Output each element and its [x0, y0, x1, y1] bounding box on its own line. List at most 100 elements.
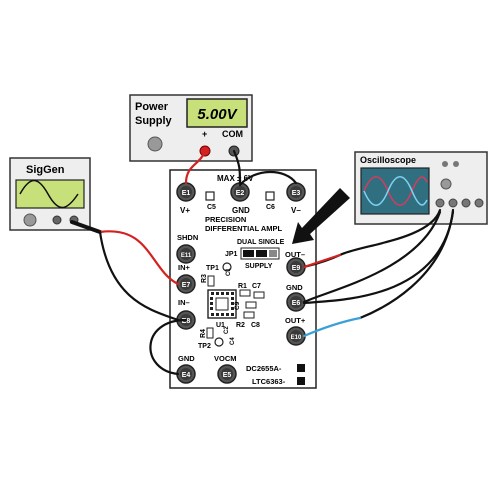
- signal-generator: SigGen: [9, 157, 91, 231]
- capacitor-c5: [205, 191, 215, 201]
- c2-label: C2: [224, 326, 230, 334]
- model-marker-1: [297, 364, 305, 372]
- terminal-e3-id: E3: [292, 190, 301, 197]
- oscilloscope-title: Oscilloscope: [360, 155, 416, 165]
- terminal-e9-label: OUT–: [285, 250, 305, 259]
- plus-label: +: [202, 129, 207, 139]
- terminal-e9-id: E9: [292, 265, 301, 272]
- board-heading-line2: DIFFERENTIAL AMPL: [205, 224, 282, 233]
- terminal-e5[interactable]: E5: [217, 364, 237, 384]
- jumper-label: JP1: [225, 251, 238, 258]
- c4-label: C4: [230, 337, 236, 345]
- terminal-e3-label: V–: [291, 206, 301, 215]
- terminal-e4-id: E4: [182, 372, 191, 379]
- scope-knob-icon[interactable]: [440, 178, 452, 190]
- terminal-e5-id: E5: [223, 372, 232, 379]
- wire-scope-ch1-red: [302, 253, 342, 269]
- siggen-probe: [70, 220, 102, 234]
- terminal-e3[interactable]: E3: [286, 182, 306, 202]
- knob-icon[interactable]: [147, 136, 163, 152]
- wire-power-com: [232, 149, 242, 185]
- wire-power-positive: [184, 149, 207, 185]
- terminal-e10-label: OUT+: [285, 316, 306, 325]
- siggen-output-jack[interactable]: [52, 215, 62, 225]
- r2-label: R2: [236, 322, 245, 329]
- board-heading-line1: PRECISION: [205, 215, 246, 224]
- scope-channel-1-jack[interactable]: [435, 198, 445, 208]
- tp1-label: TP1: [206, 265, 219, 272]
- wire-scope-gnd-2: [302, 210, 455, 305]
- terminal-e6-id: E6: [292, 300, 301, 307]
- scope-screen: [360, 167, 430, 215]
- siggen-title: SigGen: [26, 164, 65, 176]
- model-line1: DC2655A-: [246, 364, 282, 373]
- terminal-e10-id: E10: [291, 335, 302, 341]
- sine-wave-icon: [19, 179, 79, 209]
- model-marker-2: [297, 377, 305, 385]
- terminal-e8-id: E8: [182, 318, 191, 325]
- max-voltage-label: MAX ± 6V: [217, 174, 254, 183]
- terminal-e2-id: E2: [236, 190, 245, 197]
- c1-label: C1: [226, 268, 232, 276]
- terminal-e1[interactable]: E1: [176, 182, 196, 202]
- terminal-e2-label: GND: [232, 206, 250, 215]
- c6-label: C6: [266, 204, 275, 211]
- scope-channel-3-jack[interactable]: [461, 198, 471, 208]
- scope-button-1[interactable]: [442, 161, 448, 167]
- terminal-e7-id: E7: [182, 282, 191, 289]
- scope-trace-red: [363, 175, 428, 207]
- terminal-e1-id: E1: [182, 190, 191, 197]
- terminal-e2[interactable]: E2: [230, 182, 250, 202]
- scope-channel-4-jack[interactable]: [474, 198, 484, 208]
- c5-label: C5: [207, 204, 216, 211]
- testpoint-tp2[interactable]: [214, 337, 224, 347]
- siggen-knob-icon[interactable]: [23, 213, 37, 227]
- tp2-label: TP2: [198, 343, 211, 350]
- terminal-e7-label: IN+: [178, 263, 191, 272]
- wire-in-minus-gnd: [149, 318, 188, 376]
- wire-gnd-loop: [238, 170, 298, 187]
- oscilloscope: Oscilloscope: [354, 151, 488, 225]
- terminal-e10[interactable]: E10: [286, 326, 306, 346]
- testpoint-tp1[interactable]: [222, 262, 232, 272]
- terminal-e8-label: IN–: [178, 298, 190, 307]
- capacitor-c6: [265, 191, 275, 201]
- power-supply-voltage: 5.00V: [197, 106, 238, 123]
- wire-siggen-signal: [98, 230, 180, 286]
- power-supply-title-2: Supply: [135, 115, 173, 127]
- terminal-e4[interactable]: E4: [176, 364, 196, 384]
- scope-button-2[interactable]: [453, 161, 459, 167]
- r4-label: R4: [200, 329, 207, 338]
- r3-label: R3: [201, 274, 208, 283]
- terminal-e4-label: GND: [178, 354, 195, 363]
- terminal-e7[interactable]: E7: [176, 274, 196, 294]
- c8-label: C8: [251, 322, 260, 329]
- terminal-e11-id: E11: [181, 253, 192, 259]
- arrow-icon: [292, 188, 350, 244]
- u1-label: U1: [216, 322, 225, 329]
- terminal-e1-label: V+: [180, 206, 190, 215]
- c9-label: C9: [234, 301, 241, 310]
- terminal-e6[interactable]: E6: [286, 292, 306, 312]
- supply-label: SUPPLY: [245, 263, 273, 270]
- power-supply-display: [186, 98, 248, 128]
- com-label: COM: [222, 129, 243, 139]
- wire-scope-ch2-blue: [302, 316, 362, 338]
- c7-label: C7: [252, 283, 261, 290]
- power-supply: Power Supply 5.00V + COM: [129, 94, 253, 162]
- scope-channel-2-jack[interactable]: [448, 198, 458, 208]
- jumper-options: DUAL SINGLE: [237, 239, 285, 246]
- resistor-r3: [207, 275, 215, 287]
- wire-siggen-ground: [98, 230, 180, 322]
- terminal-e11[interactable]: E11: [176, 244, 196, 264]
- terminal-e9[interactable]: E9: [286, 257, 306, 277]
- terminal-e5-label: VOCM: [214, 354, 237, 363]
- jumper-jp1[interactable]: [240, 247, 280, 260]
- scope-trace-blue: [363, 175, 428, 207]
- ic-u1: [207, 289, 237, 319]
- terminal-e11-label: SHDN: [177, 233, 198, 242]
- model-line2: LTC6363-: [252, 377, 286, 386]
- wire-scope-ch2-black: [358, 208, 455, 320]
- wire-scope-gnd-1: [302, 210, 442, 304]
